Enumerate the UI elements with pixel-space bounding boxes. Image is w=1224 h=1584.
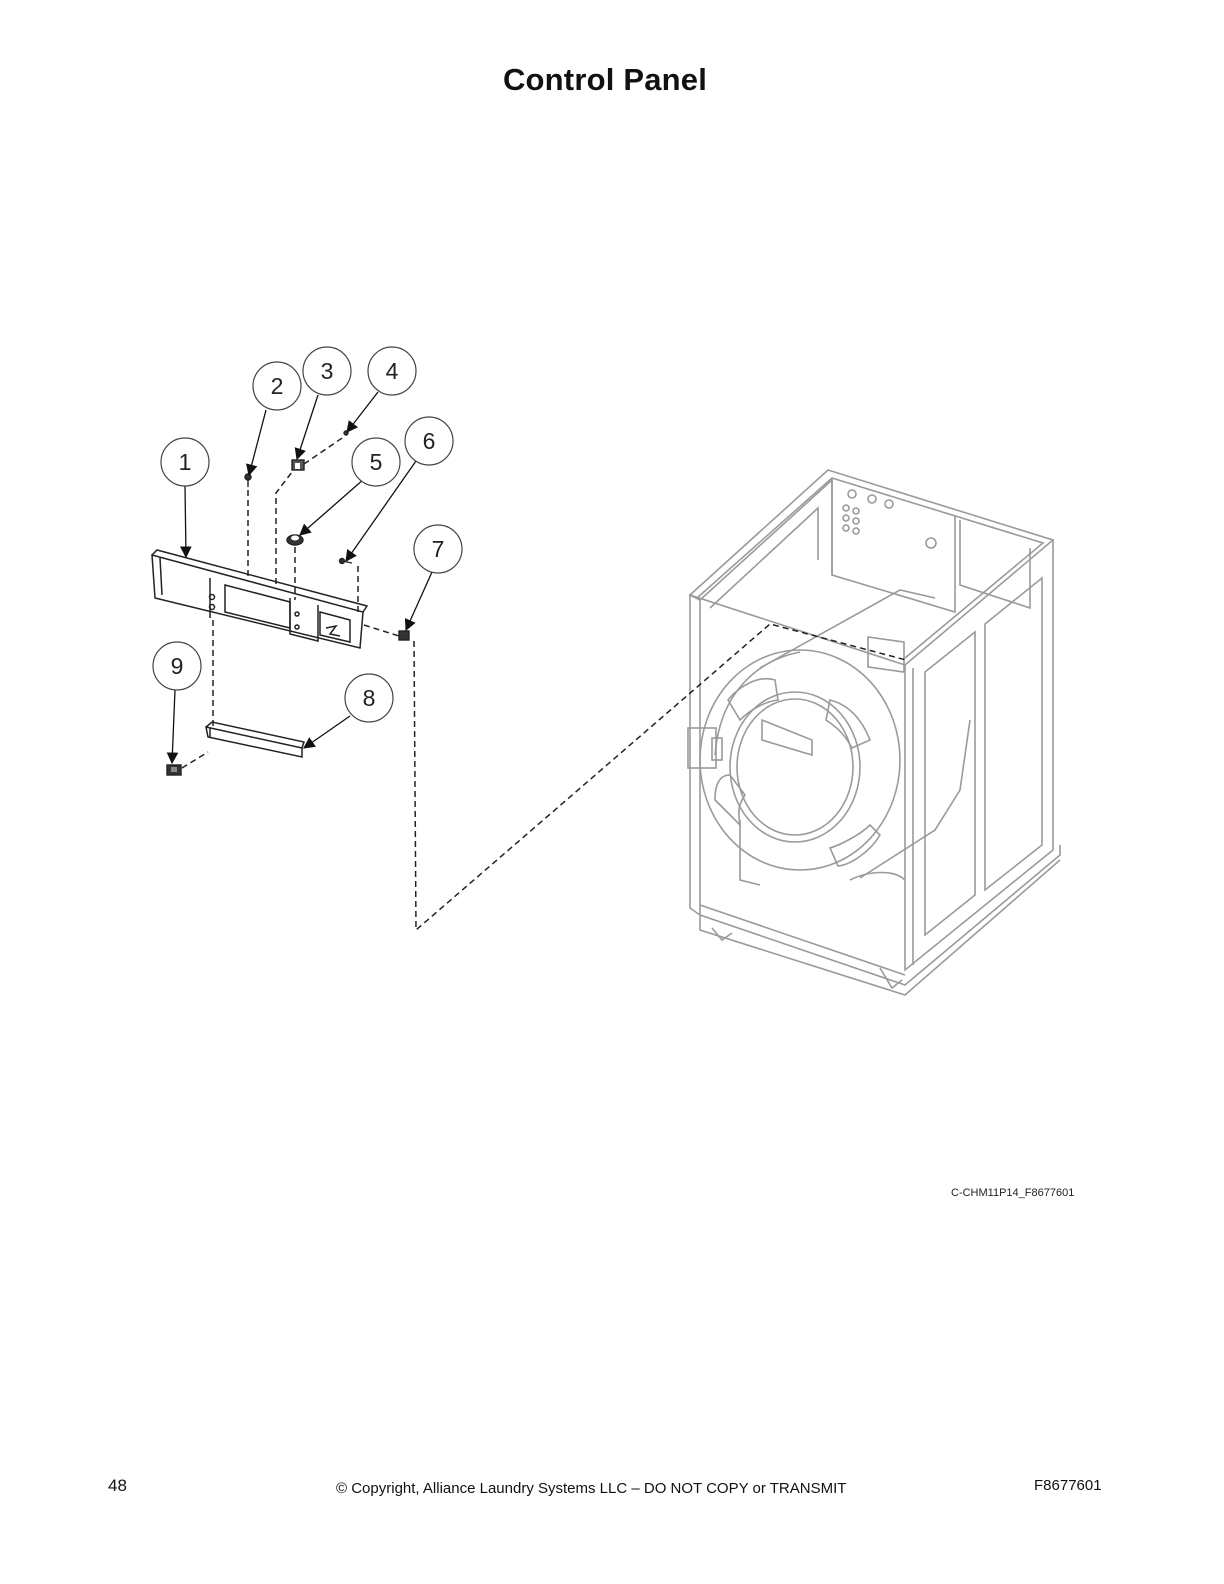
callout-4: 4: [367, 346, 417, 396]
callout-3-label: 3: [321, 358, 334, 384]
footer-page-number: 48: [108, 1476, 127, 1495]
callout-1-label: 1: [179, 449, 192, 475]
callout-6-label: 6: [423, 428, 436, 454]
callout-3: 3: [302, 346, 352, 396]
callout-9: 9: [152, 641, 202, 691]
footer-copyright: © Copyright, Alliance Laundry Systems LL…: [336, 1480, 847, 1497]
callout-2: 2: [252, 361, 302, 411]
footer-doc-number: F8677601: [1034, 1477, 1102, 1494]
control-panel-part: [151, 549, 369, 649]
callout-6: 6: [404, 416, 454, 466]
figure-code: C-CHM11P14_F8677601: [951, 1187, 1075, 1199]
callout-5-label: 5: [370, 449, 383, 475]
page-title: Control Panel: [502, 62, 708, 97]
callout-1: 1: [160, 437, 210, 487]
callout-9-label: 9: [171, 653, 184, 679]
callout-circles: 1 2 3 4 5 6 7 8: [152, 346, 463, 723]
callout-leaders: [166, 391, 433, 765]
callout-4-label: 4: [386, 358, 399, 384]
callout-7-label: 7: [432, 536, 445, 562]
callout-8: 8: [344, 673, 394, 723]
callout-8-label: 8: [363, 685, 376, 711]
callout-7: 7: [413, 524, 463, 574]
callout-5: 5: [351, 437, 401, 487]
callout-2-label: 2: [271, 373, 284, 399]
assembly-dashed-lines: [181, 435, 907, 932]
washer-machine-illustration: [687, 469, 1061, 996]
lower-bracket-part: [205, 721, 305, 758]
